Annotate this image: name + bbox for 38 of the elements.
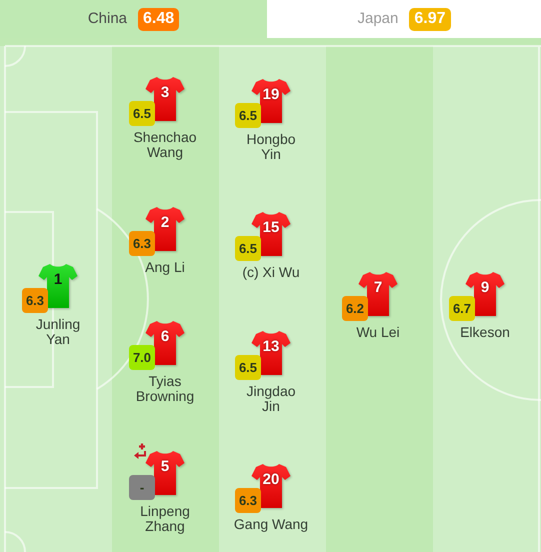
jersey-number: 20 [262,472,280,488]
player-name: Wu Lei [355,325,401,340]
rating-badge: 6.5 [235,355,261,380]
jersey-number: 1 [52,272,64,288]
player-name: Elkeson [459,325,511,340]
rating-badge: 6.5 [235,236,261,261]
jersey-number: 7 [372,280,384,296]
rating-badge: 6.7 [449,296,475,321]
rating-badge: 6.3 [129,231,155,256]
player-name: Ang Li [144,260,186,275]
team-tab [267,0,541,38]
jersey-number: 6 [160,329,170,345]
player-name: (c) Xi Wu [241,265,301,280]
player-name: Tyias Browning [134,374,196,404]
jersey-number: 19 [262,87,280,103]
jersey-number: 13 [262,339,280,355]
rating-badge: 6.5 [129,101,155,126]
team-name: Japan [357,8,398,29]
rating-badge: 6.48 [138,8,180,30]
rating-badge: 6.5 [235,103,261,128]
team-name: China [88,8,128,29]
player-name: Linpeng Zhang [139,504,191,534]
jersey-number: 9 [480,280,490,296]
player-name: Jingdao Jin [245,384,297,414]
jersey-number: 3 [160,85,170,101]
jersey-number: 2 [160,215,170,231]
player-name: Gang Wang [232,517,310,532]
rating-badge: 6.97 [409,8,450,30]
player-name: Junling Yan [34,317,82,347]
rating-badge: 6.3 [22,288,48,313]
rating-badge: - [129,475,155,500]
rating-badge: 6.2 [342,296,368,321]
jersey-number: 5 [160,459,170,475]
player-name: Shenchao Wang [132,130,198,160]
rating-badge: 6.3 [235,488,261,513]
player-name: Hongbo Yin [245,132,297,162]
rating-badge: 7.0 [129,345,155,370]
jersey-number: 15 [262,220,280,236]
